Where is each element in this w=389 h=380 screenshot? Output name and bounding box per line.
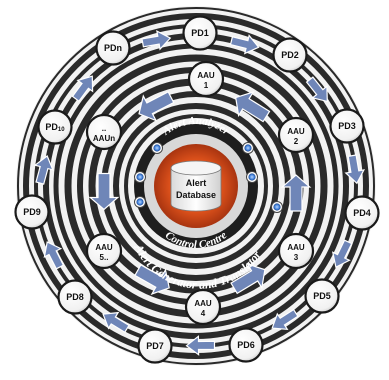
ring-stripe — [17, 7, 375, 365]
connection-dots — [134, 142, 283, 213]
outer-node-circle — [272, 37, 308, 73]
outer-flow-arrow — [331, 239, 353, 268]
inner-node-circle — [277, 232, 315, 270]
outer-node-label: PD5 — [313, 291, 331, 301]
outer-flow-arrow — [229, 34, 260, 55]
inner-ring-arrows — [88, 91, 312, 296]
outer-flow-arrow — [344, 154, 365, 185]
connection-dot — [136, 198, 144, 206]
outer-node-label: PD4 — [353, 208, 371, 218]
outer-node-pd1: PD1 — [182, 15, 218, 51]
outer-node-circle — [329, 108, 365, 144]
outer-node-label: PD6 — [237, 340, 255, 350]
inner-node-label-line2: 3 — [294, 253, 299, 262]
outer-node-circle — [37, 109, 73, 145]
outer-flow-arrow — [271, 308, 299, 330]
outer-node-pd3: PD3 — [329, 108, 365, 144]
inner-node-label-line1: AAU — [197, 71, 215, 80]
database-label-line2: Database — [176, 190, 216, 200]
outer-node-pd7: PD7 — [137, 328, 173, 364]
database-icon: Alert Database — [170, 160, 222, 212]
inner-node-label-line2: AAUn — [93, 134, 115, 143]
outer-node-pd6: PD6 — [228, 327, 264, 363]
outer-node-circle — [228, 327, 264, 363]
outer-node-label: PD2 — [281, 50, 299, 60]
outer-node-label: PD1 — [191, 28, 209, 38]
outer-node-circle — [57, 279, 93, 315]
outer-node-pd5: PD5 — [304, 278, 340, 314]
inner-node-circle — [85, 232, 123, 270]
connection-dot — [248, 173, 256, 181]
outer-flow-arrow — [141, 30, 172, 51]
outer-node-pd8: PD8 — [57, 279, 93, 315]
outer-node-label: PD7 — [146, 341, 164, 351]
ring-stripe — [113, 103, 279, 269]
inner-flow-arrow — [88, 172, 120, 211]
inner-flow-arrow — [138, 91, 175, 122]
inner-node-aau: ..AAUn — [85, 113, 123, 151]
inner-node-label-line2: 1 — [204, 81, 209, 90]
inner-node-circle — [85, 113, 123, 151]
outer-flow-arrow — [305, 76, 328, 103]
connection-dot — [273, 203, 281, 211]
inner-node-label-line2: 2 — [294, 137, 299, 146]
ring-stripe — [124, 114, 268, 258]
outer-node-circle — [137, 328, 173, 364]
inner-node-label-line1: AAU — [287, 243, 305, 252]
inner-node-label-line1: AAU — [194, 299, 212, 308]
inner-node-label-line1: AAU — [287, 127, 305, 136]
inner-node-label-line1: .. — [102, 124, 106, 133]
outer-flow-arrow — [185, 335, 216, 356]
outer-node-circle — [95, 30, 131, 66]
outer-node-circle — [344, 195, 380, 231]
outer-node-label: PD9 — [23, 207, 41, 217]
outer-flow-arrow — [33, 155, 54, 185]
inner-flow-arrow — [134, 264, 170, 296]
inner-flow-arrow — [235, 91, 271, 123]
outer-node-pdn: PDn — [95, 30, 131, 66]
outer-node-pd9: PD9 — [14, 194, 50, 230]
inner-flow-arrow — [230, 263, 266, 295]
outer-ring-arrows — [33, 30, 365, 356]
outer-node-circle — [304, 278, 340, 314]
outer-flow-arrow — [43, 241, 65, 270]
database-label-line1: Alert — [186, 178, 207, 188]
outer-flow-arrow — [71, 75, 94, 103]
outer-node-label: PDn — [104, 43, 122, 53]
outer-node-circle — [182, 15, 218, 51]
connection-dot — [153, 144, 161, 152]
outer-node-pd2: PD2 — [272, 37, 308, 73]
control-centre: Alert Database Alert Analyzer Control Ce… — [134, 115, 258, 251]
outer-flow-arrow — [102, 311, 130, 334]
outer-node-label: PD8 — [66, 292, 84, 302]
outer-node-label: PD10 — [45, 122, 65, 133]
connection-dot — [244, 144, 252, 152]
inner-node-label-line2: 4 — [201, 309, 206, 318]
outer-node-label: PD3 — [338, 121, 356, 131]
connection-dot — [136, 173, 144, 181]
inner-node-label-line2: 5.. — [100, 253, 109, 262]
outer-node-pd4: PD4 — [344, 195, 380, 231]
inner-flow-arrow — [280, 174, 312, 212]
inner-node-circle — [184, 288, 222, 326]
inner-node-label-line1: AAU — [95, 243, 113, 252]
outer-node-pd10: PD10 — [37, 109, 73, 145]
inner-node-circle — [187, 60, 225, 98]
outer-node-circle — [14, 194, 50, 230]
inner-node-circle — [277, 116, 315, 154]
